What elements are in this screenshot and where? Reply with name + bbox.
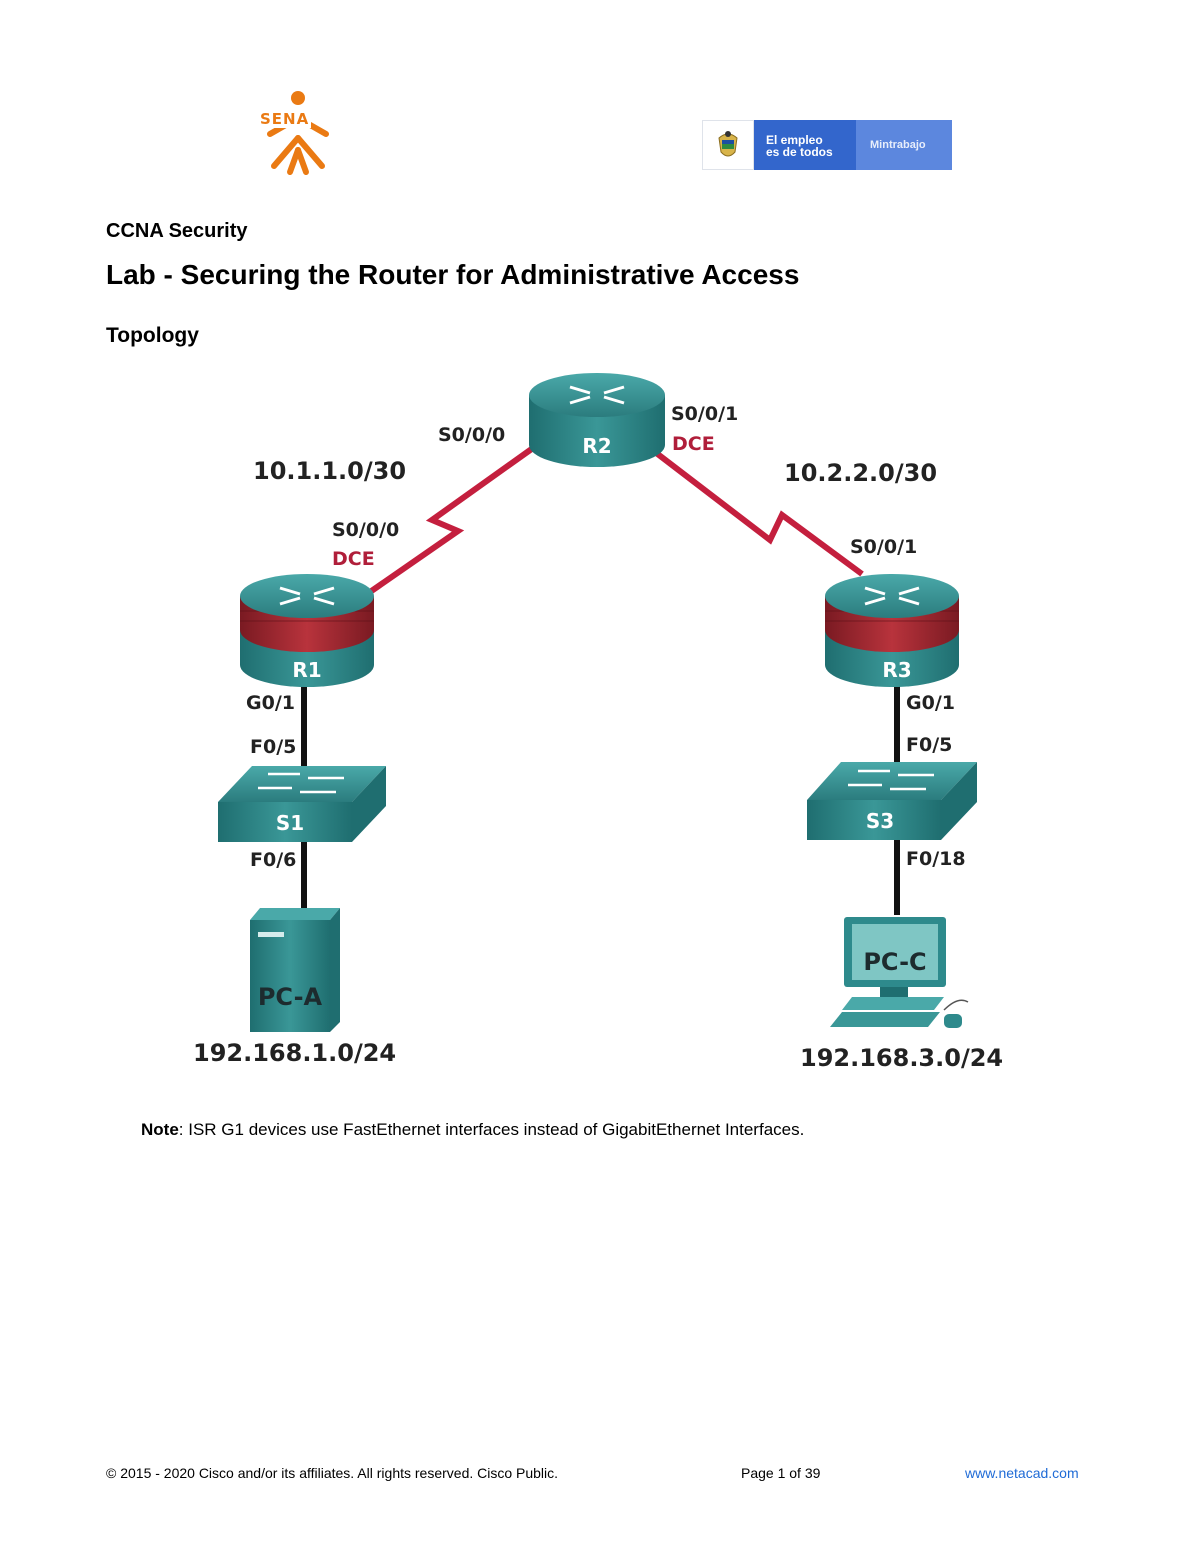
network-label-lan-a: 192.168.1.0/24 [193,1039,396,1067]
device-label-pc-a: PC-A [258,983,323,1011]
course-name: CCNA Security [106,220,248,242]
device-label-r1: R1 [292,658,321,682]
footer-copyright: © 2015 - 2020 Cisco and/or its affiliate… [106,1465,559,1481]
ministry-name: Mintrabajo [856,120,952,170]
serial-link-r2-r3 [653,449,864,577]
switch-arrows-icon [258,772,344,794]
coat-of-arms-icon [702,120,754,170]
device-label-r3: R3 [882,658,911,682]
interface-label-r2-s001: S0/0/1 [671,403,738,425]
note-label: Note [141,1120,179,1139]
interface-label-r3-g01: G0/1 [906,692,955,714]
device-label-s3: S3 [866,809,894,833]
interface-label-r3-s001: S0/0/1 [850,536,917,558]
interface-label-s1-f06: F0/6 [250,849,296,871]
switch-s3: S3 [807,762,977,840]
device-label-r2: R2 [582,434,611,458]
router-r2: R2 [529,373,665,467]
page-title: Lab - Securing the Router for Administra… [106,259,800,290]
router-arrows-icon [569,385,625,405]
device-label-pc-c: PC-C [863,948,926,976]
pc-c-desktop: PC-C [830,917,969,1028]
pc-a-tower: PC-A [250,908,340,1032]
footer-page-number: Page 1 of 39 [741,1465,821,1481]
interface-label-r2-s000: S0/0/0 [438,424,505,446]
router-r1: R1 [240,574,374,687]
interface-label-r1-s000: S0/0/0 [332,519,399,541]
government-banner-logo: El empleo es de todos Mintrabajo [702,120,952,170]
footer-link[interactable]: www.netacad.com [965,1465,1079,1481]
section-heading-topology: Topology [106,324,199,347]
dce-label-r2: DCE [672,433,715,455]
interface-label-s3-f05: F0/5 [906,734,952,756]
interface-label-r1-g01: G0/1 [246,692,295,714]
router-r3: R3 [825,574,959,687]
gov-slogan-line2: es de todos [766,145,833,159]
switch-s1: S1 [218,766,386,842]
network-label-lan-c: 192.168.3.0/24 [800,1044,1003,1072]
gov-slogan-line1: El empleo [766,133,823,147]
router-arrows-icon [864,586,920,606]
note-text: : ISR G1 devices use FastEthernet interf… [178,1120,805,1139]
sena-logo-text: SENA [258,110,312,128]
device-label-s1: S1 [276,811,304,835]
interface-label-s3-f018: F0/18 [906,848,966,870]
network-label-r1-r2: 10.1.1.0/30 [253,457,406,485]
sena-logo: SENA [250,88,350,178]
switch-arrows-icon [848,769,934,791]
serial-link-r1-r2 [368,445,535,595]
dce-label-r1: DCE [332,548,375,570]
note-paragraph: Note: ISR G1 devices use FastEthernet in… [141,1120,804,1140]
gov-slogan: El empleo es de todos [754,120,856,170]
router-arrows-icon [279,586,335,606]
network-label-r2-r3: 10.2.2.0/30 [784,459,937,487]
interface-label-s1-f05: F0/5 [250,736,296,758]
